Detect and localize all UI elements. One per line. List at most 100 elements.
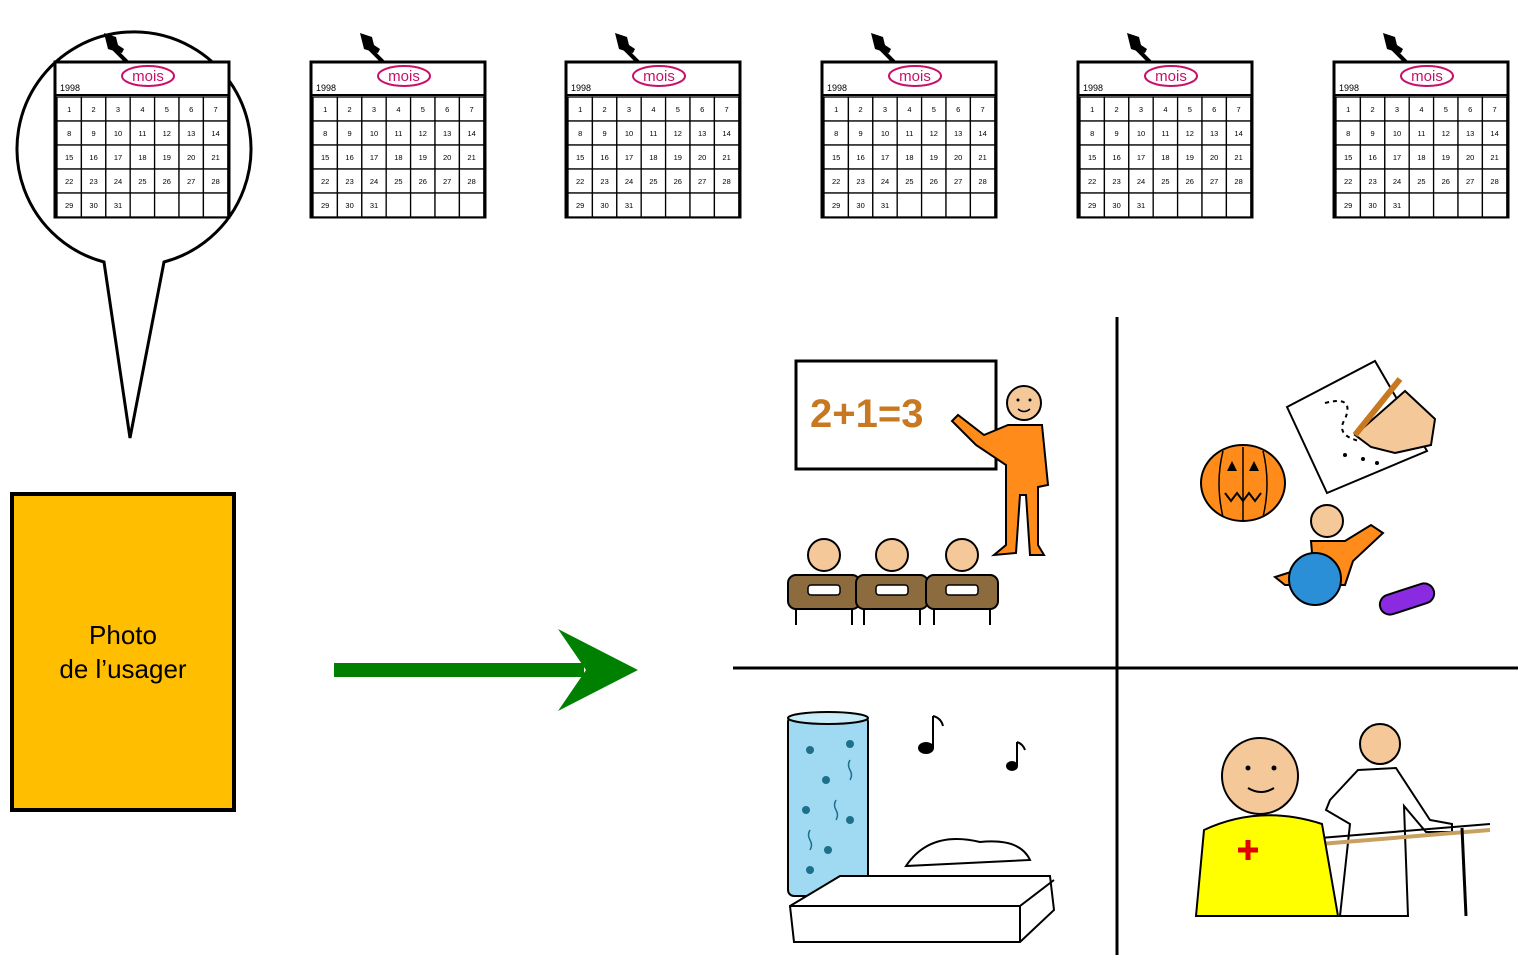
calendar-day: 4: [651, 105, 655, 114]
calendar-day: 23: [1112, 177, 1120, 186]
calendar-day: 21: [722, 153, 730, 162]
calendar-day: 30: [345, 201, 353, 210]
calendar-day: 28: [211, 177, 219, 186]
calendar-day: 24: [370, 177, 378, 186]
calendar-day: 30: [856, 201, 864, 210]
calendar-day: 10: [114, 129, 122, 138]
calendar-day: 7: [981, 105, 985, 114]
calendar-day: 20: [698, 153, 706, 162]
calendar-day: 20: [187, 153, 195, 162]
calendar-day: 9: [603, 129, 607, 138]
calendar-day: 4: [396, 105, 400, 114]
calendar-day: 30: [1112, 201, 1120, 210]
calendar-day: 7: [725, 105, 729, 114]
calendar-day: 28: [722, 177, 730, 186]
photo-label-line1: Photo: [89, 620, 157, 650]
calendar-day: 26: [1442, 177, 1450, 186]
calendar-day: 8: [67, 129, 71, 138]
calendar-day: 29: [1088, 201, 1096, 210]
calendar-day: 21: [467, 153, 475, 162]
calendar-year-label: 1998: [1339, 83, 1359, 93]
calendar-month-label: mois: [132, 68, 164, 85]
calendar-day: 16: [1368, 153, 1376, 162]
calendar-day: 17: [1393, 153, 1401, 162]
calendar-day: 1: [578, 105, 582, 114]
calendar-day: 18: [1417, 153, 1425, 162]
calendar-day: 26: [674, 177, 682, 186]
calendar-day: 6: [1212, 105, 1216, 114]
calendar-day: 26: [1186, 177, 1194, 186]
calendar-day: 26: [419, 177, 427, 186]
calendar-day: 23: [856, 177, 864, 186]
calendar-day: 15: [1344, 153, 1352, 162]
calendar-day: 27: [443, 177, 451, 186]
calendar-day: 16: [856, 153, 864, 162]
calendar-day: 21: [1490, 153, 1498, 162]
calendar-day: 18: [905, 153, 913, 162]
calendar-day: 24: [1393, 177, 1401, 186]
calendar-day: 14: [211, 129, 219, 138]
calendar-day: 15: [576, 153, 584, 162]
calendar-day: 21: [211, 153, 219, 162]
calendar-day: 19: [1186, 153, 1194, 162]
calendar-day: 9: [92, 129, 96, 138]
calendar-day: 14: [978, 129, 986, 138]
calendar-day: 23: [345, 177, 353, 186]
calendar-day: 30: [600, 201, 608, 210]
calendar-day: 2: [603, 105, 607, 114]
calendar-day: 16: [89, 153, 97, 162]
calendar-year-label: 1998: [571, 83, 591, 93]
classroom-teacher-icon: 2+1=3: [787, 359, 1050, 625]
calendar-day: 5: [165, 105, 169, 114]
calendar-day: 18: [649, 153, 657, 162]
calendar-day: 11: [906, 129, 914, 138]
calendar-day: 1: [834, 105, 838, 114]
calendar-day: 9: [1115, 129, 1119, 138]
physiotherapy-icon: [1194, 723, 1490, 917]
calendar-day: 29: [321, 201, 329, 210]
calendar-day: 17: [625, 153, 633, 162]
drawing-play-icon: [1200, 359, 1437, 616]
calendar-day: 25: [138, 177, 146, 186]
calendar-day: 13: [443, 129, 451, 138]
calendar-day: 8: [578, 129, 582, 138]
calendar-day: 26: [930, 177, 938, 186]
calendar-day: 11: [1162, 129, 1170, 138]
calendar-day: 5: [932, 105, 936, 114]
calendar-day: 20: [1210, 153, 1218, 162]
calendar-day: 27: [954, 177, 962, 186]
calendar-day: 21: [1234, 153, 1242, 162]
calendar-day: 25: [1161, 177, 1169, 186]
calendar-day: 31: [114, 201, 122, 210]
calendar-day: 11: [395, 129, 403, 138]
calendar-day: 12: [1186, 129, 1194, 138]
calendar-day: 14: [1234, 129, 1242, 138]
calendar-day: 23: [600, 177, 608, 186]
calendar-day: 12: [419, 129, 427, 138]
calendar-day: 7: [1237, 105, 1241, 114]
calendar-day: 15: [1088, 153, 1096, 162]
calendar-day: 29: [832, 201, 840, 210]
calendar-day: 3: [372, 105, 376, 114]
calendar-day: 20: [954, 153, 962, 162]
calendar-day: 17: [1137, 153, 1145, 162]
calendar-day: 13: [954, 129, 962, 138]
calendar-day: 2: [859, 105, 863, 114]
calendar-day: 18: [394, 153, 402, 162]
calendar-day: 8: [1090, 129, 1094, 138]
calendar-day: 28: [978, 177, 986, 186]
calendar-day: 31: [625, 201, 633, 210]
calendar-day: 6: [956, 105, 960, 114]
calendar-day: 6: [700, 105, 704, 114]
calendar-day: 2: [1371, 105, 1375, 114]
calendar-day: 22: [321, 177, 329, 186]
calendar-day: 5: [1444, 105, 1448, 114]
calendar-day: 25: [649, 177, 657, 186]
calendar-day: 28: [467, 177, 475, 186]
calendar-day: 30: [1368, 201, 1376, 210]
calendar-day: 8: [1346, 129, 1350, 138]
calendar-day: 14: [1490, 129, 1498, 138]
calendar-month-label: mois: [1411, 68, 1443, 85]
calendar-day: 6: [189, 105, 193, 114]
